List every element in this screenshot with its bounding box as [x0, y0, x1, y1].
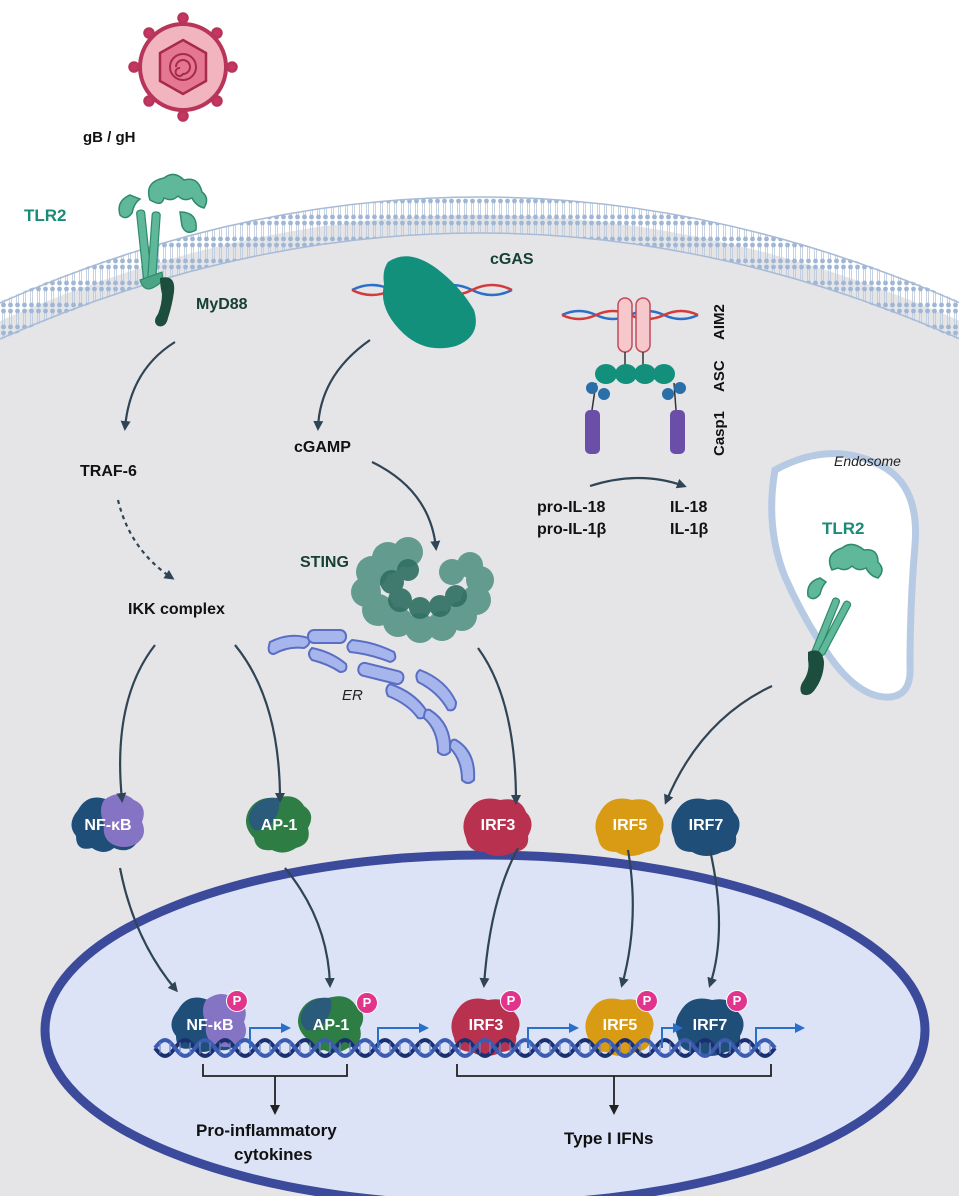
ap1-cytoplasm-label: AP-1	[260, 817, 298, 834]
cgas-dna-complex	[351, 256, 513, 349]
nuclear-dna-helix	[153, 1037, 777, 1059]
phospho-badge-ap1: P	[356, 992, 378, 1014]
gene-brackets	[202, 1064, 772, 1115]
nfkb-nucleus-label: NF-κB	[186, 1017, 234, 1034]
myd88-adaptor	[155, 277, 175, 327]
sting-protein	[351, 537, 494, 643]
membrane-outer-edge	[0, 196, 959, 304]
ap1-nucleus-overlay	[300, 997, 332, 1031]
sting-label: STING	[300, 554, 349, 571]
irf7-nucleus-label: IRF7	[692, 1017, 728, 1034]
signaling-arrows	[116, 339, 773, 993]
irf5-nucleus-label: IRF5	[602, 1017, 638, 1034]
irf7-cytoplasm-shape	[671, 798, 740, 856]
irf3-nucleus-label: IRF3	[468, 1017, 504, 1034]
tlr2-endosomal-receptor	[800, 543, 883, 696]
myd88-label: MyD88	[196, 296, 248, 313]
aim2-inflammasome	[561, 297, 699, 454]
proinflammatory-label-line2: cytokines	[234, 1145, 313, 1164]
irf3-cytoplasm-label: IRF3	[480, 817, 516, 834]
transcription-arrows	[249, 1023, 805, 1048]
endosome-label: Endosome	[834, 453, 901, 469]
pro-il18-label: pro-IL-18	[537, 499, 606, 516]
proinflammatory-label-line1: Pro-inflammatory	[196, 1121, 337, 1140]
phospho-badge-irf7: P	[726, 990, 748, 1012]
ap1-cytoplasm-overlay	[248, 797, 280, 831]
ikk-complex-label: IKK complex	[128, 601, 225, 618]
irf5-cytoplasm-label: IRF5	[612, 817, 648, 834]
nfkb-cytoplasm-label: NF-κB	[84, 817, 132, 834]
ap1-nucleus-label: AP-1	[312, 1017, 350, 1034]
phospho-badge-irf3: P	[500, 990, 522, 1012]
phospho-badge-nfkb: P	[226, 990, 248, 1012]
tlr2-membrane-receptor	[118, 173, 208, 290]
cgas-label: cGAS	[490, 251, 534, 268]
er-label: ER	[342, 687, 363, 704]
irf3-cytoplasm-shape	[463, 798, 532, 856]
irf7-cytoplasm-label: IRF7	[688, 817, 724, 834]
membrane-inner-edge	[0, 232, 959, 340]
irf5-cytoplasm-shape	[595, 798, 664, 856]
tlr2-endosome-label: TLR2	[822, 519, 865, 538]
pro-il1b-label: pro-IL-1β	[537, 521, 607, 538]
casp1-label: Casp1	[711, 410, 728, 456]
il18-label: IL-18	[670, 499, 708, 516]
endosome	[768, 450, 920, 701]
plasma-membrane	[0, 197, 959, 341]
virus-glycoprotein-label: gB / gH	[83, 129, 136, 146]
nfkb-cytoplasm-shape	[71, 794, 144, 852]
asc-label: ASC	[711, 360, 728, 392]
il1b-label: IL-1β	[670, 521, 709, 538]
tlr2-membrane-label: TLR2	[24, 206, 67, 225]
cgamp-label: cGAMP	[294, 439, 351, 456]
traf6-label: TRAF-6	[80, 463, 137, 480]
type1-ifn-label: Type I IFNs	[564, 1129, 654, 1148]
endoplasmic-reticulum	[267, 629, 476, 784]
phospho-badge-irf5: P	[636, 990, 658, 1012]
aim2-label: AIM2	[711, 304, 728, 340]
herpesvirus-icon	[128, 12, 238, 122]
